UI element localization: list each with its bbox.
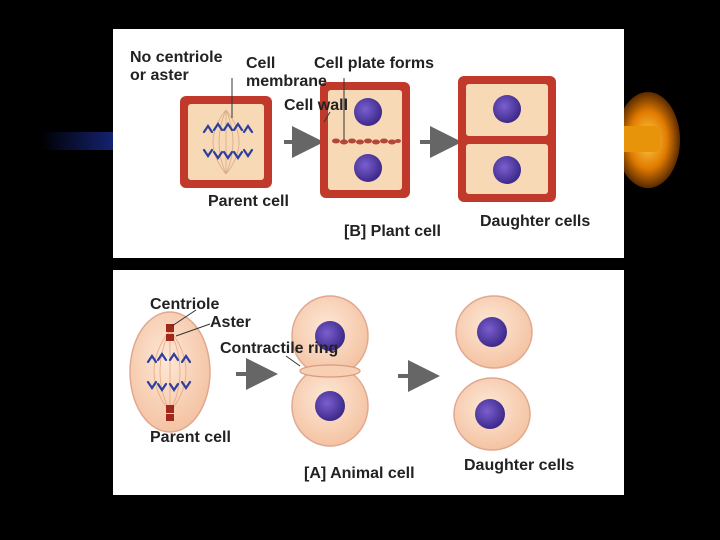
label-membrane: membrane xyxy=(246,73,327,90)
label-cell-wall: Cell wall xyxy=(284,97,348,114)
label-animal-daughter: Daughter cells xyxy=(464,457,574,474)
plant-parent-cell xyxy=(180,96,272,188)
animal-parent-cell xyxy=(129,311,211,433)
label-contractile-ring: Contractile ring xyxy=(220,340,338,357)
animal-chromosomes xyxy=(146,352,192,392)
label-aster: Aster xyxy=(210,314,251,331)
plant-caption: [B] Plant cell xyxy=(344,223,441,240)
centriole-bottom-2 xyxy=(166,414,174,421)
animal-caption: [A] Animal cell xyxy=(304,465,415,482)
cell-plate xyxy=(332,138,401,145)
plant-chromosomes xyxy=(202,122,254,160)
label-plant-parent: Parent cell xyxy=(208,193,289,210)
label-or-aster: or aster xyxy=(130,67,189,84)
centriole-top-2 xyxy=(166,334,174,341)
label-centriole: Centriole xyxy=(150,296,219,313)
label-animal-parent: Parent cell xyxy=(150,429,231,446)
plant-daughter-cells xyxy=(458,76,556,202)
centriole-top xyxy=(166,324,174,332)
label-cell-plate: Cell plate forms xyxy=(314,55,434,72)
label-cell: Cell xyxy=(246,55,275,72)
plant-cell-panel: No centriole or aster Cell membrane Cell… xyxy=(113,29,624,258)
label-no-centriole: No centriole xyxy=(130,49,223,66)
animal-dividing-cell xyxy=(291,295,369,447)
animal-daughter-cells xyxy=(453,295,533,451)
centriole-bottom xyxy=(166,405,174,413)
label-plant-daughter: Daughter cells xyxy=(480,213,590,230)
blue-decor-bar xyxy=(40,132,130,150)
animal-cell-panel: Centriole Aster Contractile ring Parent … xyxy=(113,270,624,495)
plant-dividing-cell xyxy=(320,82,410,198)
contractile-ring xyxy=(299,364,361,378)
